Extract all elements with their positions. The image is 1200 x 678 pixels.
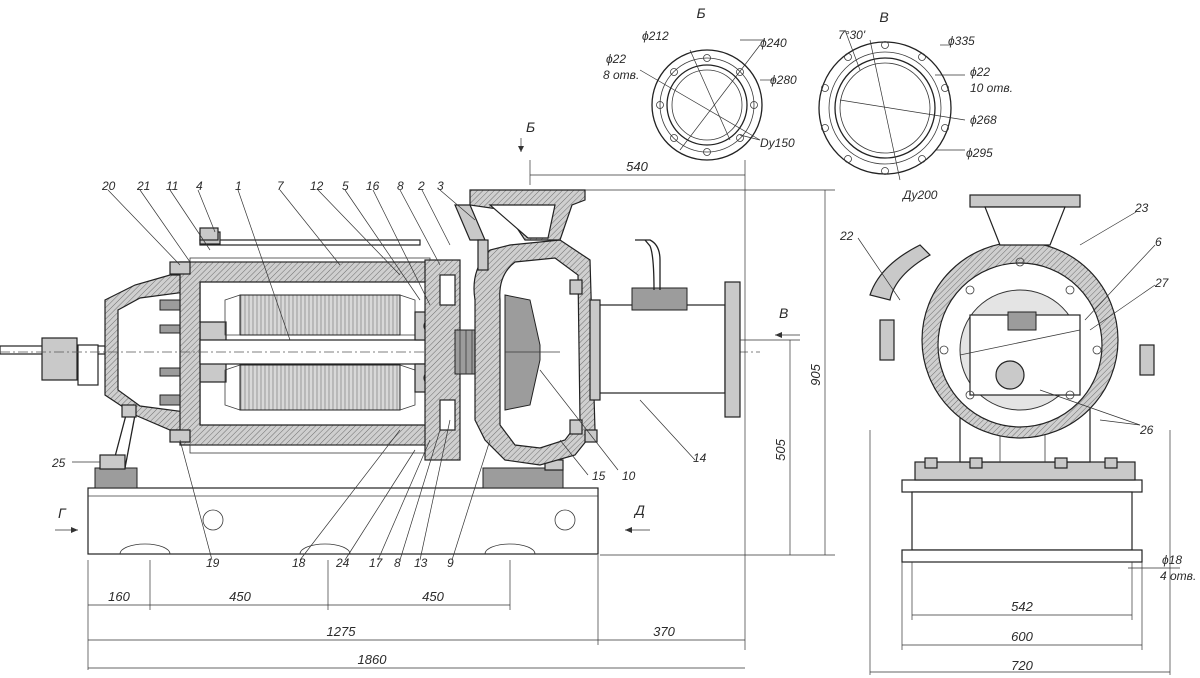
part-5: 5 — [342, 179, 349, 193]
part-14: 14 — [693, 451, 707, 465]
dim-600: 600 — [1011, 629, 1033, 644]
view-b-title: Б — [696, 5, 705, 21]
part-2: 2 — [417, 179, 425, 193]
part-11: 11 — [166, 179, 178, 193]
label-du150: Dу150 — [760, 136, 795, 150]
dim-450-a: 450 — [229, 589, 251, 604]
rotor-winding-upper — [239, 294, 401, 336]
label-d335: ϕ335 — [948, 34, 975, 48]
leaders-bottom — [179, 369, 696, 561]
part-10: 10 — [622, 469, 636, 483]
part-13: 13 — [414, 556, 428, 570]
rotor-winding-lower — [239, 364, 401, 411]
part-1: 1 — [235, 179, 242, 193]
impeller — [504, 294, 541, 411]
label-d280: ϕ280 — [770, 73, 797, 87]
part-4: 4 — [196, 179, 203, 193]
part-23: 23 — [1134, 201, 1149, 215]
dim-540: 540 — [626, 159, 648, 174]
label-8-holes: 8 отв. — [603, 68, 639, 82]
dim-450-b: 450 — [422, 589, 444, 604]
dimensions-main — [87, 160, 835, 670]
arrow-v-label: В — [779, 305, 788, 321]
label-du200: Дy200 — [901, 188, 938, 202]
part-22: 22 — [839, 229, 854, 243]
arrow-b-label: Б — [526, 119, 535, 135]
leaders-top — [107, 189, 476, 341]
bolt-holes-10 — [821, 41, 949, 175]
flange-view-b: Б ϕ212 ϕ22 8 отв. ϕ240 ϕ280 Dу150 — [603, 5, 797, 161]
dim-1860: 1860 — [358, 652, 388, 667]
label-d22-b: ϕ22 — [606, 52, 626, 66]
arrow-d-label: Д — [633, 502, 645, 518]
flange-view-v: В 7°30' ϕ335 ϕ22 10 отв. ϕ268 ϕ295 Дy200 — [818, 9, 1013, 202]
side-view: 22 23 6 27 26 542 600 720 ϕ18 4 отв. — [839, 194, 1196, 675]
dim-505: 505 — [773, 438, 788, 460]
view-arrows: Б В Г Д — [55, 119, 800, 533]
part-17: 17 — [369, 556, 384, 570]
part-7: 7 — [277, 179, 285, 193]
part-18: 18 — [292, 556, 306, 570]
dim-1275: 1275 — [327, 624, 357, 639]
suction-pipe — [594, 304, 726, 394]
part-20: 20 — [101, 179, 116, 193]
label-angle: 7°30' — [838, 28, 866, 42]
label-d212: ϕ212 — [642, 29, 669, 43]
part-9: 9 — [447, 556, 454, 570]
view-v-title: В — [879, 9, 888, 25]
dim-160: 160 — [108, 589, 130, 604]
part-24: 24 — [335, 556, 350, 570]
label-d240: ϕ240 — [760, 36, 787, 50]
base-frame — [87, 487, 599, 555]
label-d22-v: ϕ22 — [970, 65, 990, 79]
part-8-bottom: 8 — [394, 556, 401, 570]
label-10-holes: 10 отв. — [970, 81, 1013, 95]
dim-720: 720 — [1011, 658, 1033, 673]
part-19: 19 — [206, 556, 220, 570]
part-21: 21 — [136, 179, 150, 193]
part-6: 6 — [1155, 235, 1162, 249]
dim-542: 542 — [1011, 599, 1033, 614]
part-3: 3 — [437, 179, 444, 193]
part-15: 15 — [592, 469, 606, 483]
bolt-holes-8 — [656, 54, 758, 156]
part-8-top: 8 — [397, 179, 404, 193]
part-26: 26 — [1139, 423, 1154, 437]
part-25: 25 — [51, 456, 66, 470]
part-27: 27 — [1154, 276, 1170, 290]
arrow-g-label: Г — [58, 505, 67, 521]
main-section-view — [0, 189, 760, 555]
dim-hole-count: 4 отв. — [1160, 569, 1196, 583]
dim-370: 370 — [653, 624, 675, 639]
dim-905: 905 — [808, 363, 823, 385]
dim-hole-diameter: ϕ18 — [1162, 553, 1182, 567]
label-d295: ϕ295 — [966, 146, 993, 160]
label-d268: ϕ268 — [970, 113, 997, 127]
part-16: 16 — [366, 179, 380, 193]
part-12: 12 — [310, 179, 324, 193]
